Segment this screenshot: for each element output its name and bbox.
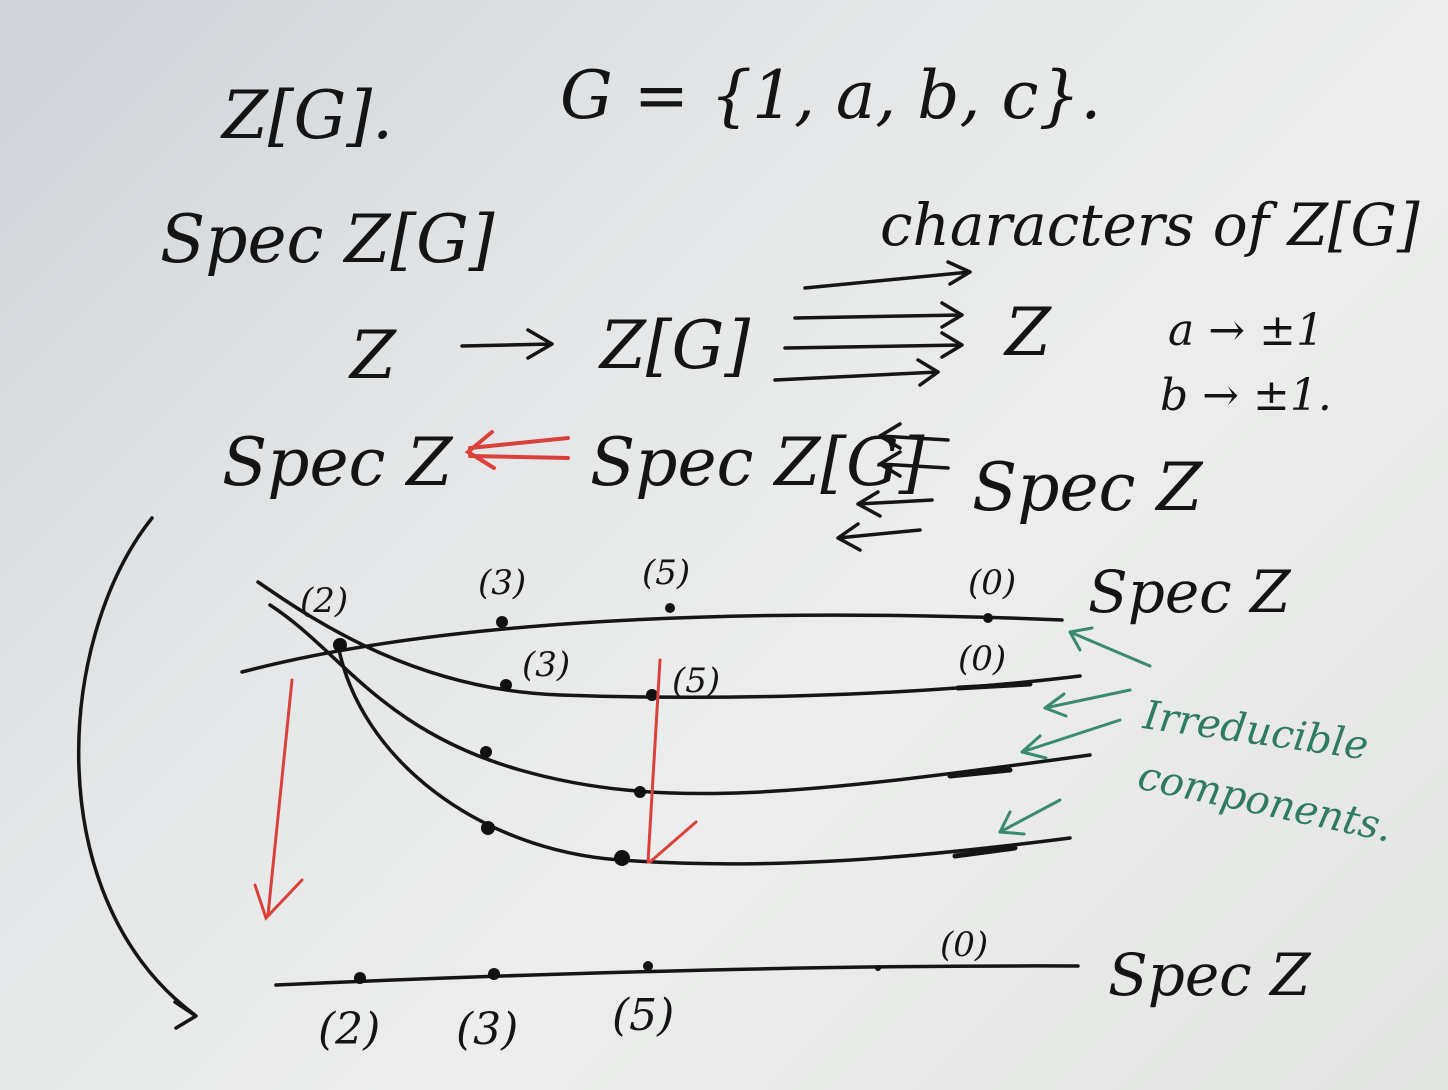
component-points — [333, 603, 993, 866]
red-arrow-right — [646, 658, 698, 864]
bottom-node-mid — [875, 965, 881, 971]
bottom-spec-z: Spec Z — [1108, 941, 1312, 1009]
bottom-label-2: (2) — [318, 1004, 380, 1055]
bottom-label-0: (0) — [940, 925, 988, 965]
second-label-5: (5) — [672, 661, 720, 701]
zg-heading: Z[G]. — [220, 77, 393, 154]
second-label-3: (3) — [522, 645, 570, 685]
second-label-0: (0) — [958, 639, 1006, 679]
ring-z-left: Z — [348, 317, 397, 394]
node-third-b — [634, 786, 646, 798]
annotation-irreducible: Irreducible — [1140, 692, 1372, 769]
node-top-0 — [983, 613, 993, 623]
ring-z-right: Z — [1003, 294, 1052, 371]
node-second-3 — [500, 679, 512, 691]
character-arrows — [773, 260, 972, 387]
ring-zg-mid: Z[G] — [598, 307, 750, 384]
spec-zg-title: Spec Z[G] — [160, 201, 495, 278]
node-third-a — [480, 746, 492, 758]
top-label-3: (3) — [478, 563, 526, 603]
bottom-node-2 — [354, 972, 366, 984]
node-fourth-a — [481, 821, 495, 835]
spec-zg-mid: Spec Z[G] — [590, 424, 925, 501]
top-spec-z: Spec Z — [1088, 558, 1292, 626]
red-arrow-left — [253, 678, 304, 921]
projection-curve-arrow — [76, 516, 198, 1030]
spec-arrows — [836, 422, 950, 552]
node-second-5 — [646, 689, 658, 701]
node-top-5 — [665, 603, 675, 613]
top-label-2: (2) — [300, 581, 348, 621]
rule-b: b → ±1. — [1160, 370, 1332, 421]
bottom-label-3: (3) — [456, 1004, 518, 1055]
characters-label: characters of Z[G] — [880, 191, 1420, 259]
bottom-node-3 — [488, 968, 500, 980]
map-arrow-z-to-zg — [460, 328, 554, 360]
node-2 — [333, 638, 347, 652]
green-pointer-arrows — [998, 626, 1152, 836]
spec-z-right: Spec Z — [972, 449, 1203, 526]
rule-a: a → ±1 — [1168, 305, 1324, 356]
bottom-label-5: (5) — [612, 990, 674, 1041]
node-top-3 — [496, 616, 508, 628]
spec-z-left: Spec Z — [222, 424, 453, 501]
red-double-arrow — [464, 430, 570, 470]
group-definition: G = {1, a, b, c}. — [560, 57, 1101, 134]
node-fourth-b — [614, 850, 630, 866]
bottom-spec-z-line — [274, 964, 1080, 987]
bottom-node-5 — [643, 961, 653, 971]
component-curves — [240, 580, 1092, 866]
top-label-0: (0) — [968, 563, 1016, 603]
top-label-5: (5) — [642, 553, 690, 593]
